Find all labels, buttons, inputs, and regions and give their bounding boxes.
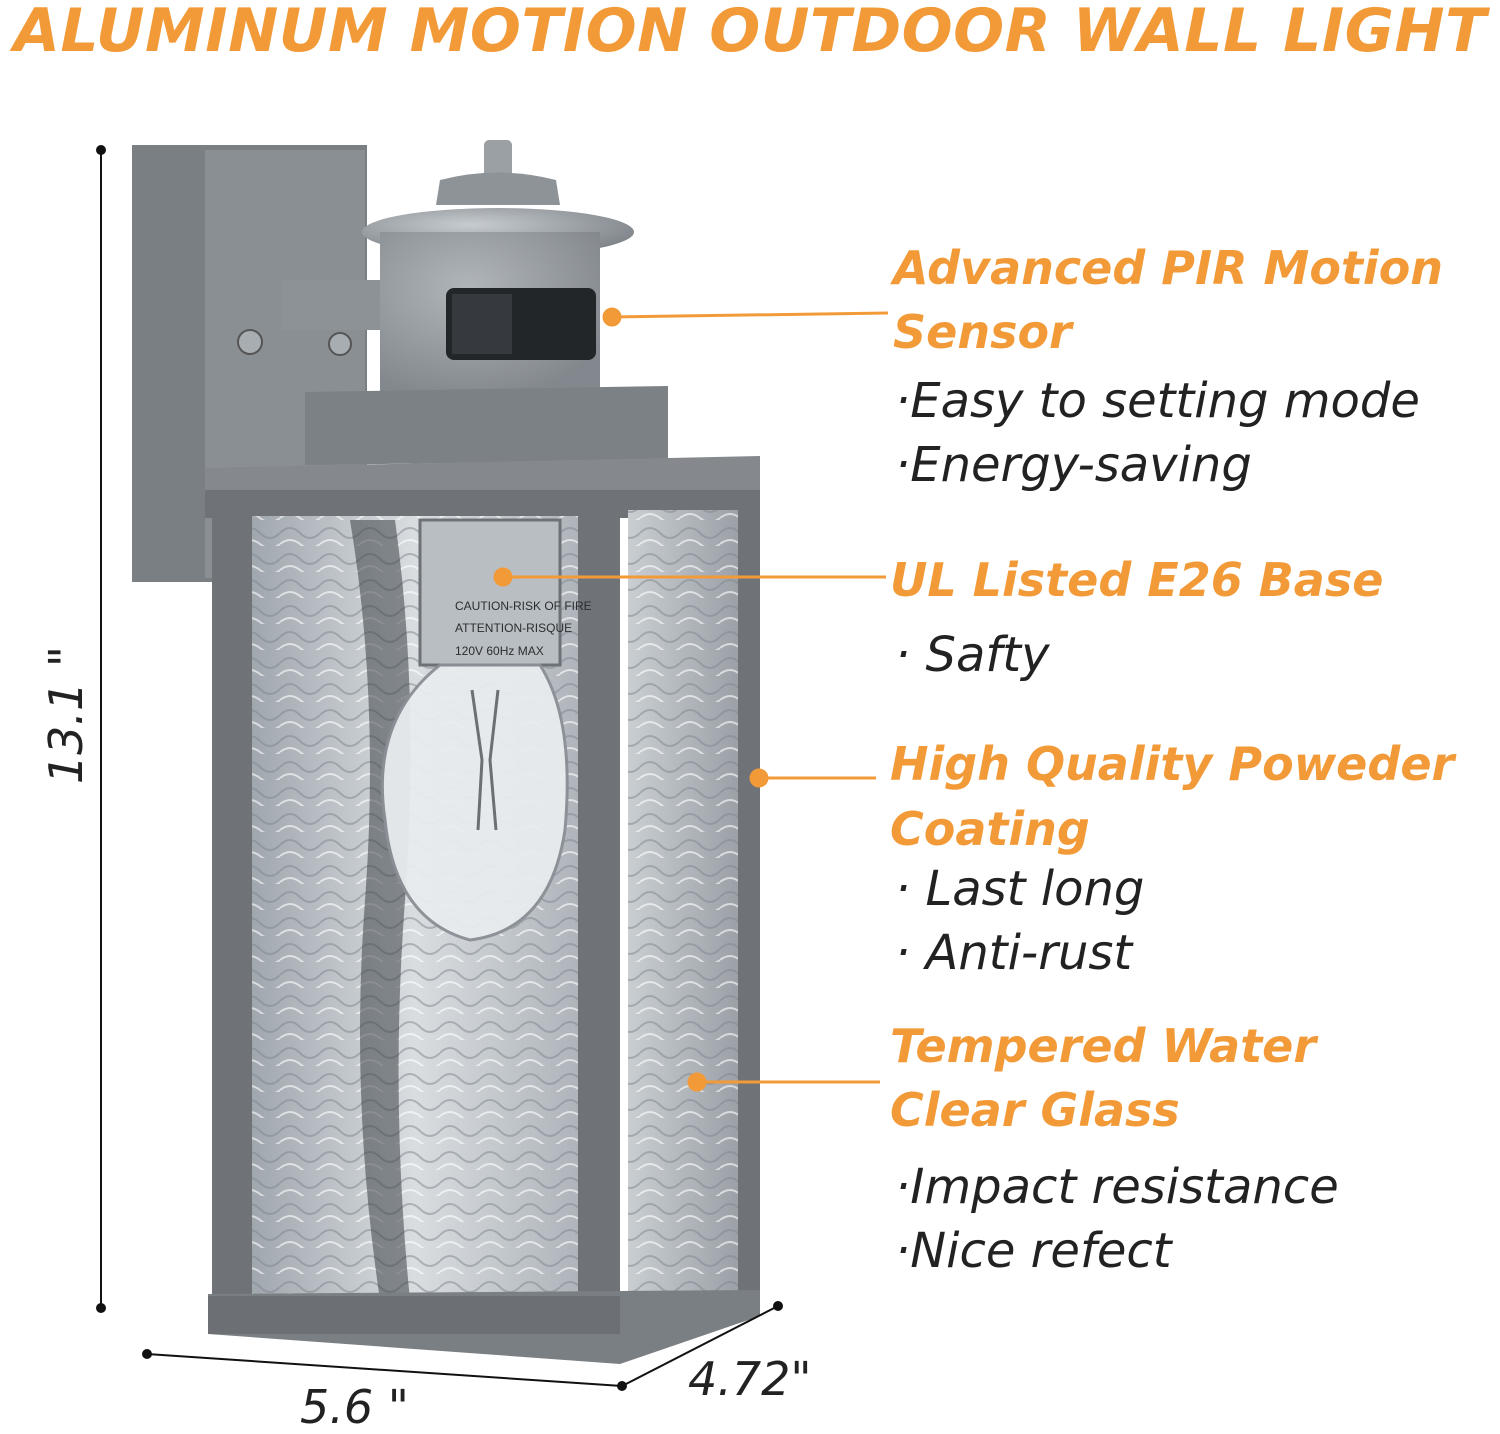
width-dimension: 5.6 " xyxy=(300,1380,409,1434)
feature-heading-sensor: Advanced PIR Motion xyxy=(893,241,1444,295)
depth-dimension: 4.72" xyxy=(688,1352,812,1406)
feature-bullet: · Last long xyxy=(895,861,1145,917)
feature-bullet: · Anti-rust xyxy=(895,925,1133,981)
page-title: ALUMINUM MOTION OUTDOOR WALL LIGHT xyxy=(13,0,1487,66)
light-bulb xyxy=(380,663,569,942)
feature-bullet: ·Nice refect xyxy=(895,1223,1172,1279)
feature-heading-glass-line2: Clear Glass xyxy=(890,1083,1180,1137)
feature-heading-sensor-line2: Sensor xyxy=(893,305,1072,359)
feature-heading-coating-line2: Coating xyxy=(890,802,1090,856)
screw-icon xyxy=(328,332,352,356)
socket-text: 120V 60Hz MAX xyxy=(455,644,544,658)
dimension-lines xyxy=(96,145,783,1391)
screw-icon xyxy=(237,329,263,355)
height-dimension: 13.1 " xyxy=(39,645,93,785)
feature-heading-base: UL Listed E26 Base xyxy=(890,553,1384,607)
callout-lines xyxy=(493,307,889,1092)
feature-heading-coating: High Quality Poweder xyxy=(890,737,1455,791)
feature-bullet: ·Energy-saving xyxy=(895,437,1252,493)
socket-text: ATTENTION-RISQUE xyxy=(455,621,572,635)
socket-text: CAUTION-RISK OF FIRE xyxy=(455,599,592,613)
feature-heading-glass: Tempered Water xyxy=(890,1019,1317,1073)
feature-bullet: ·Impact resistance xyxy=(895,1159,1339,1215)
motion-sensor xyxy=(362,140,634,392)
feature-bullet: · Safty xyxy=(895,627,1050,683)
feature-bullet: ·Easy to setting mode xyxy=(895,373,1420,429)
